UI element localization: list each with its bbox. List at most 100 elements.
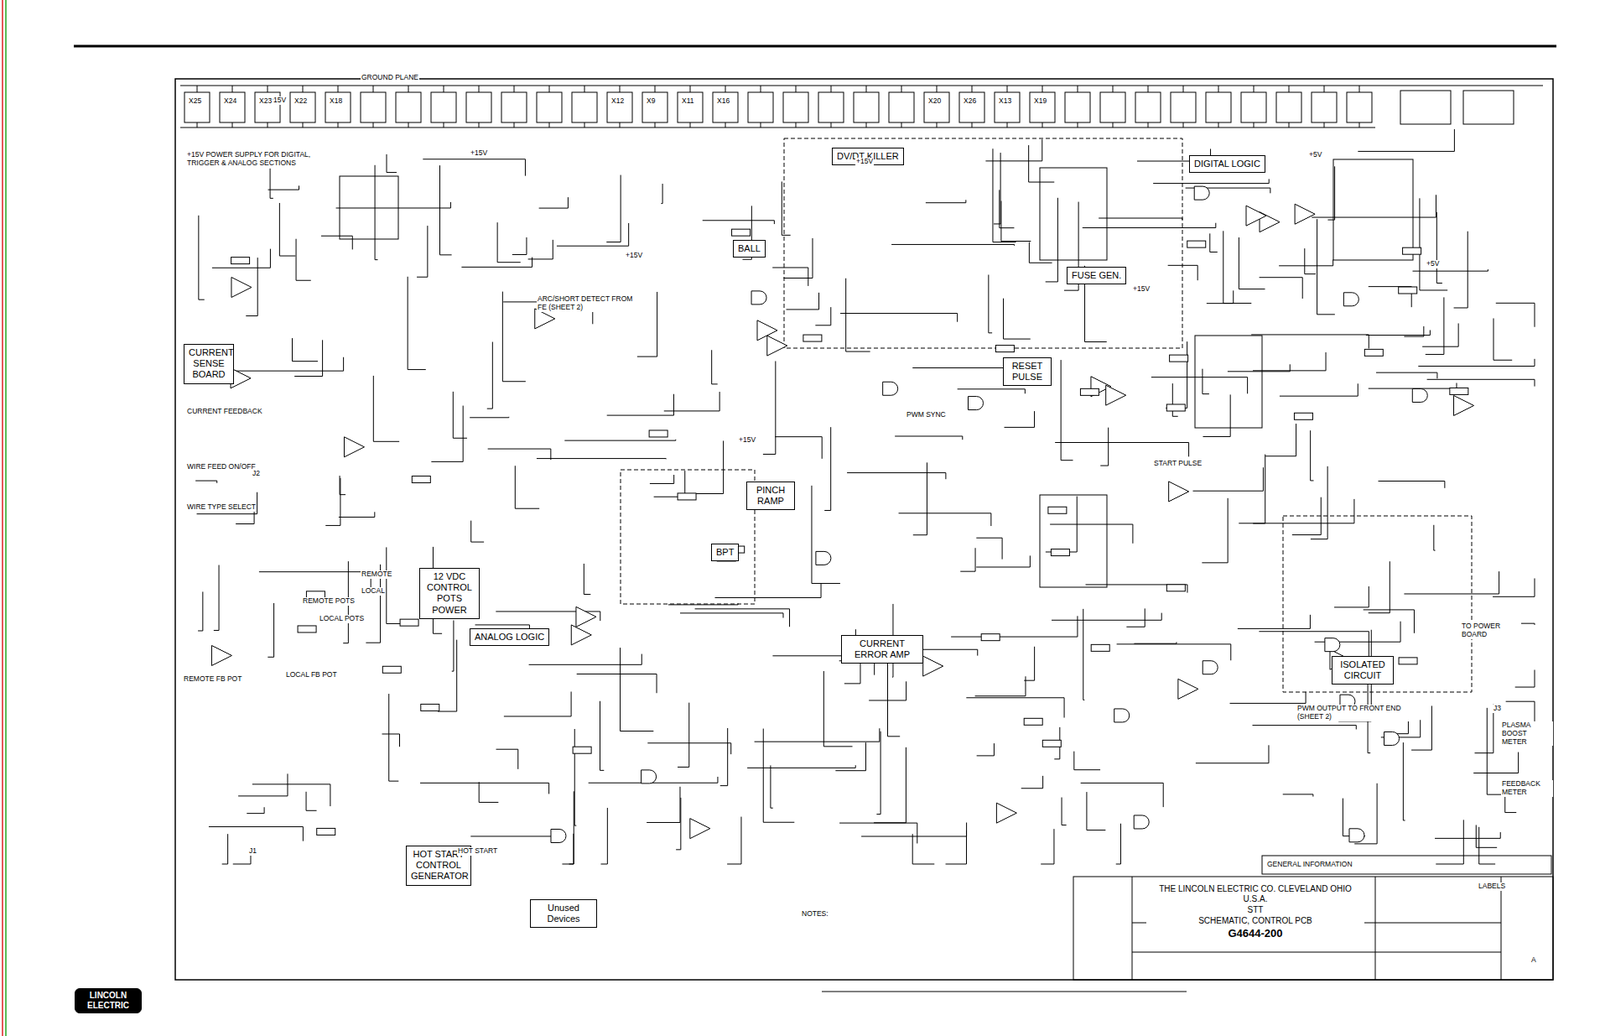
wire <box>1534 623 1536 625</box>
wire <box>1186 341 1188 408</box>
wire <box>352 235 354 250</box>
wire <box>763 728 764 823</box>
wire <box>1230 644 1232 660</box>
resistor-symbol <box>1398 286 1418 294</box>
wire <box>720 784 728 786</box>
wire <box>1309 614 1311 629</box>
title-block-frame <box>1073 876 1554 980</box>
wire <box>512 254 527 255</box>
wire <box>302 122 304 128</box>
wire <box>680 612 784 613</box>
wire <box>831 85 832 93</box>
schematic-label: X26 <box>962 97 977 106</box>
wire <box>1496 302 1535 304</box>
wire <box>1295 423 1297 457</box>
wire <box>971 122 973 128</box>
schematic-label: REMOTE <box>360 570 393 579</box>
wire <box>1132 876 1133 980</box>
wire <box>1060 459 1073 461</box>
wire <box>1493 317 1495 360</box>
resistor-symbol <box>572 746 592 754</box>
wire <box>1033 646 1035 681</box>
wire <box>1218 85 1220 93</box>
wire <box>329 784 331 806</box>
wire <box>1423 326 1424 337</box>
wire <box>325 524 341 526</box>
wire <box>213 629 219 631</box>
ic-symbol <box>607 92 633 123</box>
wire <box>1303 248 1305 275</box>
resistor-symbol <box>1187 240 1206 248</box>
gate-symbol <box>751 290 767 305</box>
wire <box>502 291 504 382</box>
wire <box>1237 628 1311 629</box>
schematic-label: HOT START <box>457 846 499 856</box>
wire <box>1479 863 1496 865</box>
wire <box>725 122 727 128</box>
wire <box>770 807 774 809</box>
gate-symbol <box>1133 815 1149 829</box>
wire <box>654 85 656 93</box>
wire <box>985 160 1042 162</box>
wire <box>865 742 867 771</box>
wire <box>789 608 790 627</box>
wire <box>1302 277 1304 299</box>
resistor-symbol <box>316 827 336 835</box>
wire <box>337 85 339 93</box>
wire <box>374 259 378 260</box>
section-label: BPT <box>711 543 739 562</box>
wire <box>1310 538 1328 540</box>
wire <box>600 769 605 771</box>
wire <box>1311 217 1436 219</box>
resistor-symbol <box>1090 644 1110 651</box>
wire <box>1289 363 1291 372</box>
wire <box>830 426 832 510</box>
schematic-label: GENERAL INFORMATION <box>1266 860 1354 869</box>
wire <box>470 520 472 542</box>
wire <box>1132 951 1502 953</box>
wire <box>868 699 906 701</box>
wire <box>711 349 712 385</box>
wire <box>840 312 958 314</box>
wire <box>574 728 576 826</box>
schematic-label: X13 <box>997 97 1013 106</box>
schematic-label: X22 <box>293 97 308 106</box>
wire <box>1120 823 1122 864</box>
wire <box>1312 794 1314 797</box>
wire <box>246 812 265 814</box>
header-rule <box>73 45 1557 48</box>
wire <box>256 492 258 515</box>
wire <box>1444 481 1445 489</box>
wire <box>1431 705 1433 750</box>
wire <box>620 730 655 732</box>
wire <box>675 848 681 850</box>
wire <box>1334 606 1369 608</box>
ic-symbol <box>818 92 844 123</box>
wire <box>279 202 281 256</box>
wire <box>727 863 742 865</box>
wire <box>1268 178 1270 183</box>
schematic-label: +15V POWER SUPPLY FOR DIGITAL, TRIGGER &… <box>186 150 314 168</box>
wire <box>365 642 380 644</box>
wire <box>1148 122 1149 128</box>
schematic-label: J2 <box>251 469 261 478</box>
wire <box>514 85 515 93</box>
wire <box>912 863 935 865</box>
wire <box>1433 550 1436 551</box>
wire <box>1534 358 1536 367</box>
wire <box>1498 571 1500 594</box>
wire <box>1403 336 1424 338</box>
wire <box>1324 85 1325 93</box>
wire <box>197 513 258 515</box>
wire <box>567 197 569 208</box>
wire <box>478 801 499 803</box>
wire <box>992 148 993 242</box>
wire <box>302 826 304 842</box>
wire <box>1083 699 1086 701</box>
wire <box>673 394 675 416</box>
wire <box>1049 524 1133 525</box>
gate-symbol <box>1114 708 1130 723</box>
node-text: G4644-200 <box>1146 926 1365 941</box>
wire <box>212 267 271 269</box>
wire <box>208 825 303 827</box>
